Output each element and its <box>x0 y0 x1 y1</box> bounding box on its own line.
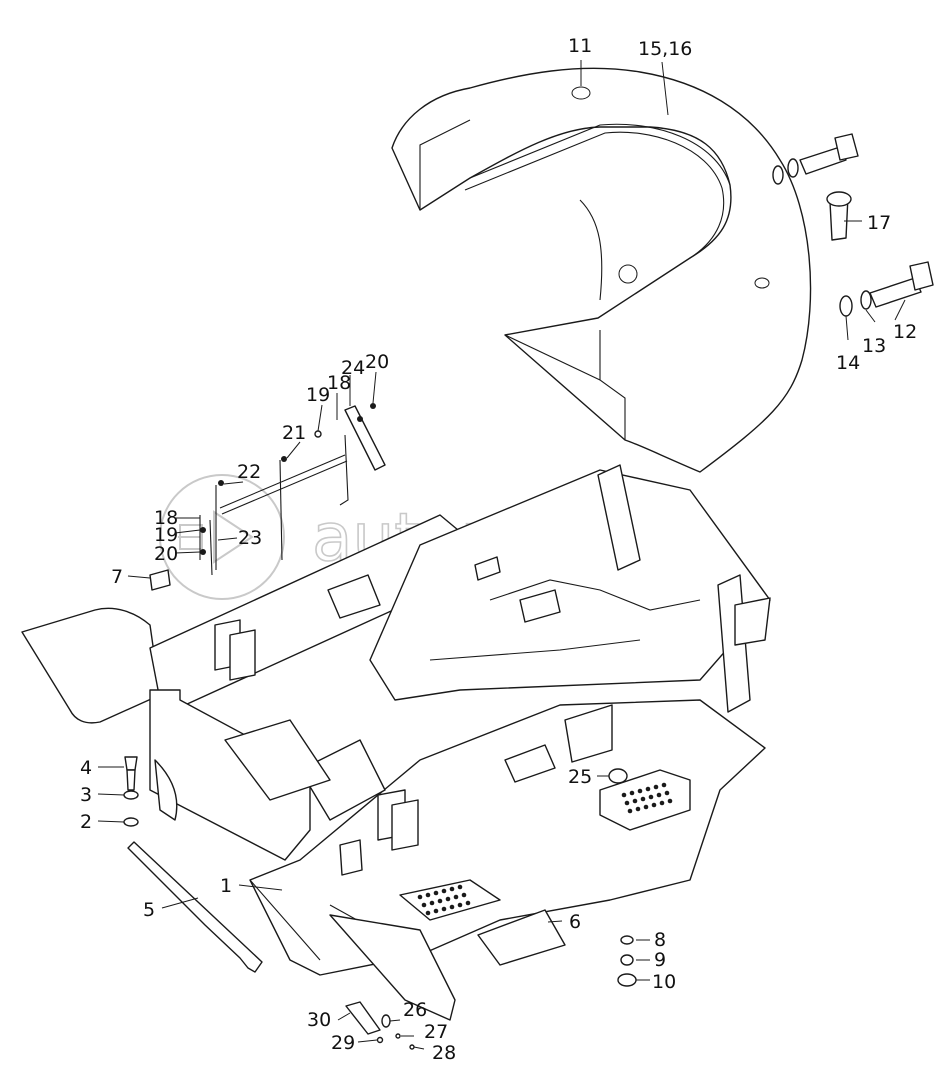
callout-15-16: 15,16 <box>638 38 692 60</box>
callout-18-top: 18 <box>327 372 351 394</box>
bracket-plate <box>127 841 263 973</box>
bolt-left <box>123 756 139 827</box>
hood-pin <box>826 191 852 241</box>
callout-13: 13 <box>862 335 886 357</box>
callouts: 1 2 3 4 5 6 7 8 9 10 11 12 13 14 15,16 1… <box>80 35 917 1064</box>
callout-18-side: 18 <box>154 507 178 529</box>
callout-28: 28 <box>432 1042 456 1064</box>
callout-6: 6 <box>569 911 581 933</box>
hood-pivot-hole <box>618 264 638 284</box>
callout-29: 29 <box>331 1032 355 1054</box>
step-grille-front <box>417 884 471 916</box>
control-linkage <box>199 403 386 576</box>
callout-19-side: 19 <box>154 524 178 546</box>
callout-20-side: 20 <box>154 543 178 565</box>
hood-hole <box>571 86 591 100</box>
leader-lines <box>97 60 906 1050</box>
callout-9: 9 <box>654 949 666 971</box>
hood-hole-rear <box>754 277 770 289</box>
pin-assembly <box>345 1001 415 1050</box>
callout-21: 21 <box>282 422 306 444</box>
callout-19-top: 19 <box>306 384 330 406</box>
callout-7: 7 <box>111 566 123 588</box>
callout-3: 3 <box>80 784 92 806</box>
knob <box>608 768 628 784</box>
callout-17: 17 <box>867 212 891 234</box>
callout-4: 4 <box>80 757 92 779</box>
callout-22: 22 <box>237 461 261 483</box>
callout-26: 26 <box>403 999 427 1021</box>
callout-24: 24 <box>341 357 365 379</box>
callout-27: 27 <box>424 1021 448 1043</box>
callout-30: 30 <box>307 1009 331 1031</box>
callout-20-top: 20 <box>365 351 389 373</box>
callout-8: 8 <box>654 929 666 951</box>
callout-23: 23 <box>238 527 262 549</box>
callout-1: 1 <box>220 875 232 897</box>
callout-12: 12 <box>893 321 917 343</box>
chassis-frame <box>21 464 771 1021</box>
washer-stack-right <box>617 935 637 987</box>
step-grille-right <box>621 782 673 814</box>
callout-10: 10 <box>652 971 676 993</box>
callout-11: 11 <box>568 35 592 57</box>
bolt-lower <box>839 261 934 317</box>
callout-2: 2 <box>80 811 92 833</box>
callout-5: 5 <box>143 899 155 921</box>
watermark-logo-icon <box>159 474 285 600</box>
callout-14: 14 <box>836 352 860 374</box>
callout-25: 25 <box>568 766 592 788</box>
engine-hood <box>391 67 812 473</box>
bolt-upper <box>772 133 859 185</box>
pedal-clip <box>149 569 171 591</box>
